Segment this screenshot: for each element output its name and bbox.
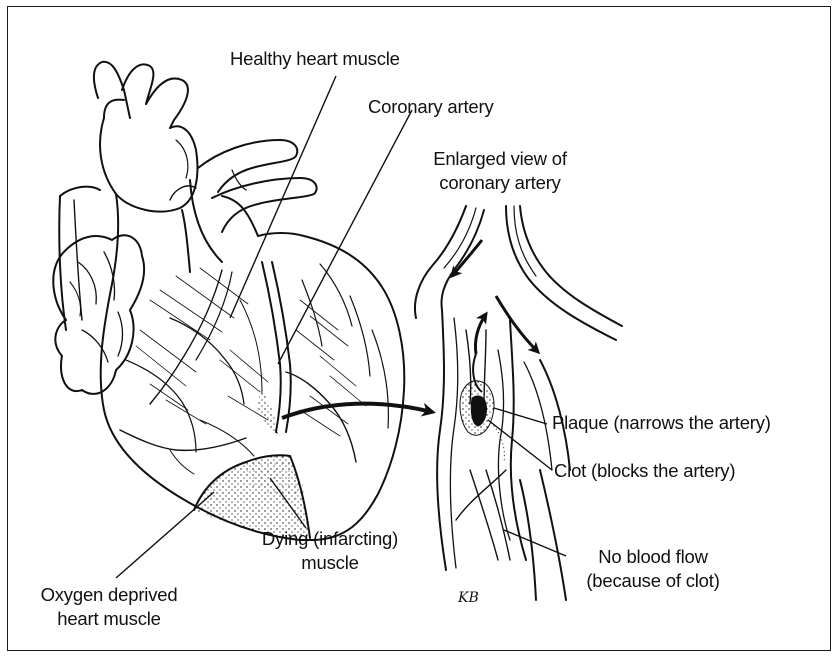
label-enlarged-view-line2: coronary artery bbox=[400, 172, 600, 194]
label-no-blood-flow-line1: No blood flow bbox=[568, 546, 738, 568]
label-enlarged-view-line1: Enlarged view of bbox=[400, 148, 600, 170]
right-atrium bbox=[53, 235, 144, 394]
flow-arrow-up bbox=[475, 314, 486, 354]
label-oxygen-deprived-line2: heart muscle bbox=[14, 608, 204, 630]
label-dying-muscle-line2: muscle bbox=[240, 552, 420, 574]
heart-drawing bbox=[53, 62, 404, 540]
flow-arrow-left bbox=[452, 240, 482, 276]
label-dying-muscle-line1: Dying (infarcting) bbox=[240, 528, 420, 550]
label-no-blood-flow-line2: (because of clot) bbox=[568, 570, 738, 592]
label-healthy-heart-muscle: Healthy heart muscle bbox=[230, 48, 400, 70]
label-coronary-artery: Coronary artery bbox=[368, 96, 494, 118]
artery-enlarged-view bbox=[415, 206, 622, 600]
label-oxygen-deprived-line1: Oxygen deprived bbox=[14, 584, 204, 606]
muscle-fibers bbox=[136, 268, 366, 436]
label-plaque: Plaque (narrows the artery) bbox=[552, 412, 771, 434]
aortic-branches bbox=[94, 62, 188, 128]
flow-arrow-right bbox=[496, 296, 538, 352]
aorta bbox=[100, 118, 197, 212]
artist-signature: KB bbox=[458, 590, 479, 606]
zoom-arrow bbox=[282, 404, 432, 418]
label-clot: Clot (blocks the artery) bbox=[554, 460, 735, 482]
